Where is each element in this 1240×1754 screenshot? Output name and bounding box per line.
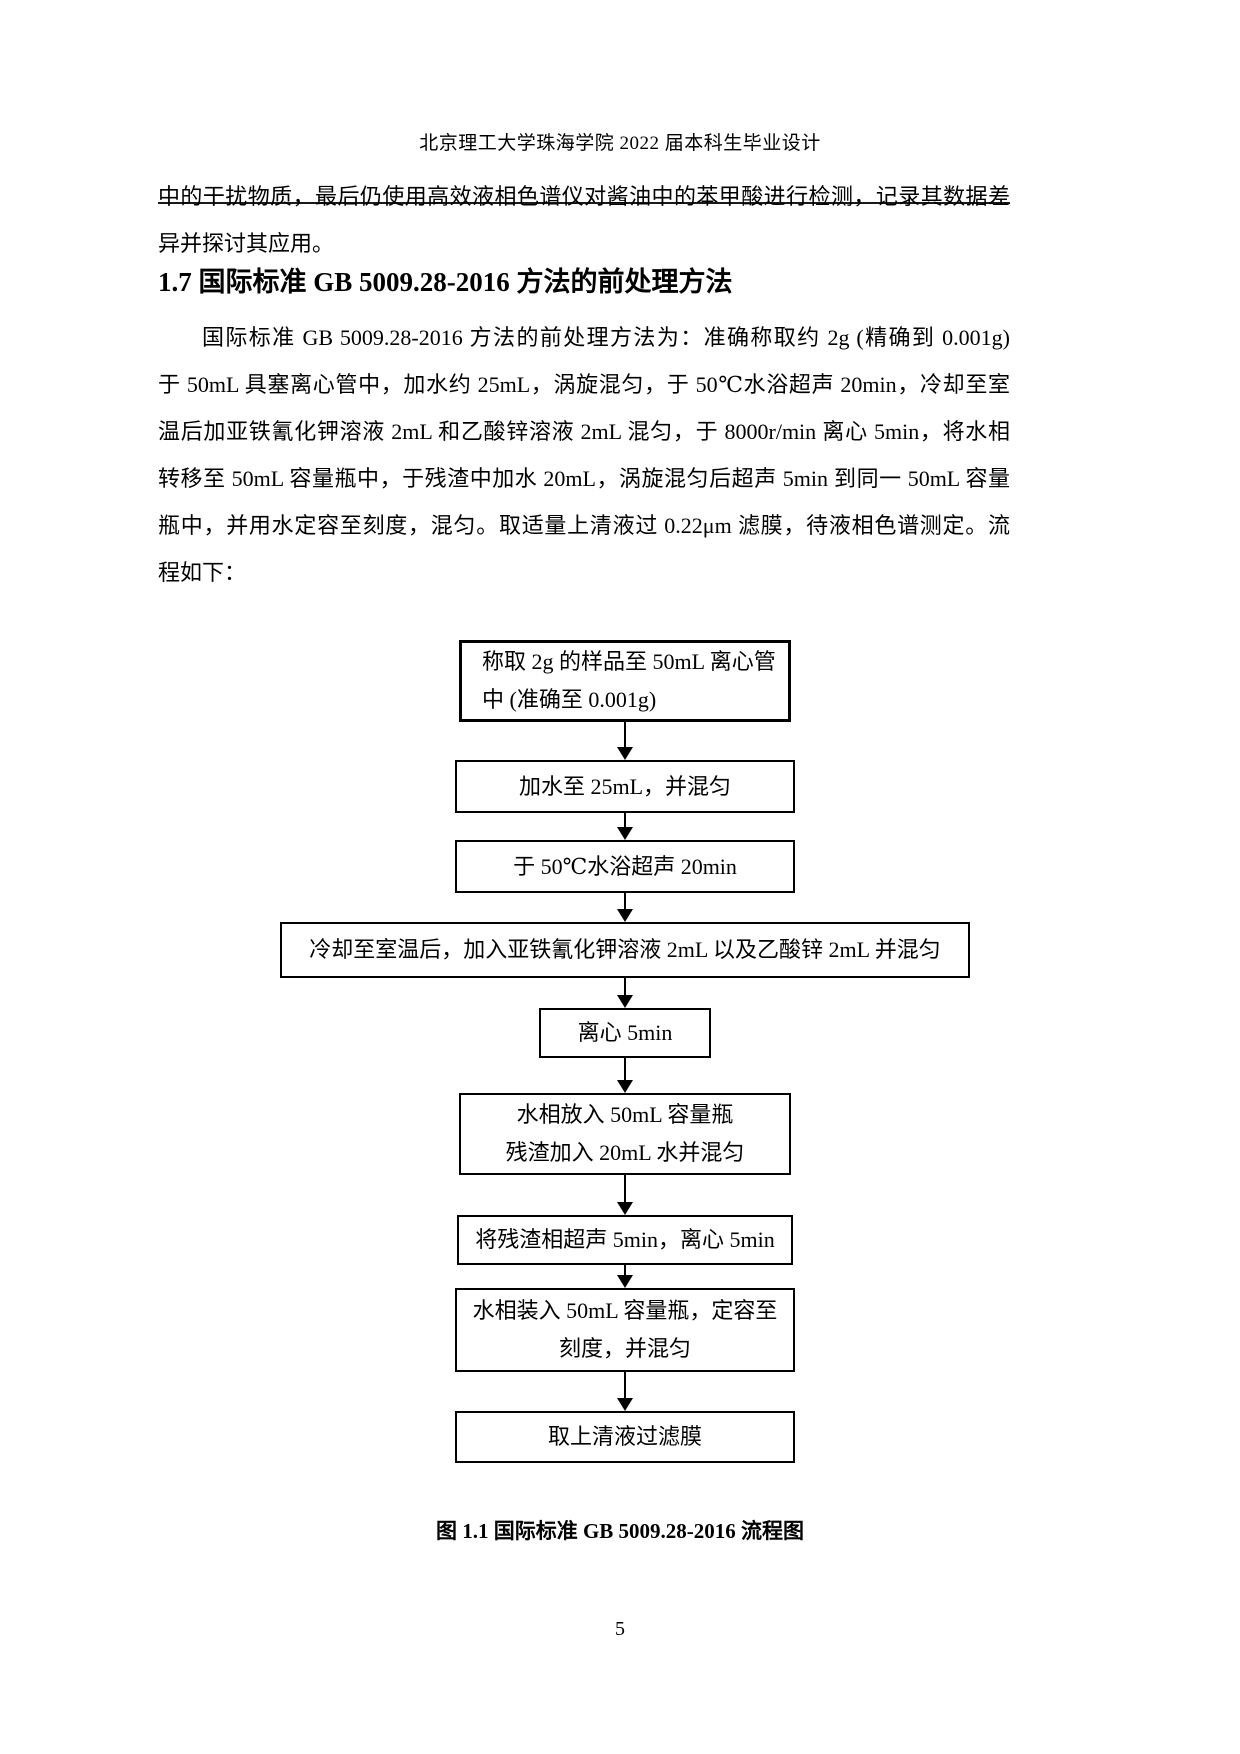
arrow-line xyxy=(624,1265,626,1275)
flow-step-centrifuge: 离心 5min xyxy=(539,1008,711,1058)
arrow-line xyxy=(624,1175,626,1202)
flow-step-text: 取上清液过滤膜 xyxy=(547,1424,702,1449)
flow-step-text: 离心 5min xyxy=(577,1020,673,1045)
flow-step-cool-add-reagents: 冷却至室温后，加入亚铁氰化钾溶液 2mL 以及乙酸锌 2mL 并混匀 xyxy=(280,922,970,978)
flow-arrow xyxy=(611,893,639,922)
arrow-down-icon xyxy=(617,747,633,760)
flow-step-add-water: 加水至 25mL，并混匀 xyxy=(455,760,795,813)
arrow-line xyxy=(624,722,626,747)
flow-step-text: 加水至 25mL，并混匀 xyxy=(518,773,732,799)
flow-step-transfer-phases: 水相放入 50mL 容量瓶 残渣加入 20mL 水并混匀 xyxy=(459,1093,791,1175)
arrow-down-icon xyxy=(617,1080,633,1093)
flow-arrow xyxy=(611,813,639,840)
flow-step-ultrasonic-bath: 于 50℃水浴超声 20min xyxy=(455,840,795,893)
section-heading: 1.7 国际标准 GB 5009.28-2016 方法的前处理方法 xyxy=(158,267,733,297)
flow-step-text: 称取 2g 的样品至 50mL 离心管 xyxy=(482,649,776,674)
arrow-line xyxy=(624,1372,626,1398)
flow-step-text: 将残渣相超声 5min，离心 5min xyxy=(475,1227,775,1252)
arrow-down-icon xyxy=(617,995,633,1008)
arrow-line xyxy=(624,893,626,909)
header-title: 北京理工大学珠海学院 2022 届本科生毕业设计 xyxy=(419,133,821,154)
flow-arrow xyxy=(611,722,639,760)
flow-step-residue-ultrasonic: 将残渣相超声 5min，离心 5min xyxy=(457,1215,793,1265)
paragraph-method: 国际标准 GB 5009.28-2016 方法的前处理方法为：准确称取约 2g … xyxy=(158,314,1010,596)
flow-step-text: 于 50℃水浴超声 20min xyxy=(513,853,737,879)
arrow-line xyxy=(624,1058,626,1080)
page-number: 5 xyxy=(615,1618,625,1640)
flow-step-text: 水相放入 50mL 容量瓶 xyxy=(516,1102,734,1127)
flow-arrow xyxy=(611,1058,639,1093)
flow-arrow xyxy=(611,1372,639,1411)
figure-caption: 图 1.1 国际标准 GB 5009.28-2016 流程图 xyxy=(435,1519,805,1543)
paragraph-line: 中的干扰物质，最后仍使用高效液相色谱仪对酱油中的苯甲酸进行检测，记录其数据差 xyxy=(158,184,1010,209)
flow-arrow xyxy=(611,978,639,1008)
flow-step-text: 中 (准确至 0.001g) xyxy=(482,687,657,712)
paragraph-line: 国际标准 GB 5009.28-2016 方法的前处理方法为：准确称取约 2g … xyxy=(202,325,1010,350)
flow-step-weigh-sample: 称取 2g 的样品至 50mL 离心管 中 (准确至 0.001g) xyxy=(459,640,791,722)
paragraph-line: 瓶中，并用水定容至刻度，混匀。取适量上清液过 0.22μm 滤膜，待液相色谱测定… xyxy=(158,513,1010,538)
flow-step-text: 冷却至室温后，加入亚铁氰化钾溶液 2mL 以及乙酸锌 2mL 并混匀 xyxy=(309,937,941,962)
paragraph-line: 程如下： xyxy=(158,560,247,585)
paragraph-line: 异并探讨其应用。 xyxy=(158,231,335,256)
paragraph-intro: 中的干扰物质，最后仍使用高效液相色谱仪对酱油中的苯甲酸进行检测，记录其数据差异并… xyxy=(158,173,1010,267)
arrow-down-icon xyxy=(617,1398,633,1411)
flow-step-text: 残渣加入 20mL 水并混匀 xyxy=(505,1140,745,1165)
header-divider xyxy=(158,202,1010,204)
flow-arrow xyxy=(611,1175,639,1215)
flow-step-fill-to-volume: 水相装入 50mL 容量瓶，定容至 刻度，并混匀 xyxy=(455,1288,795,1372)
arrow-down-icon xyxy=(617,1275,633,1288)
arrow-line xyxy=(624,978,626,995)
arrow-down-icon xyxy=(617,827,633,840)
paragraph-line: 于 50mL 具塞离心管中，加水约 25mL，涡旋混匀，于 50℃水浴超声 20… xyxy=(158,372,1010,397)
arrow-down-icon xyxy=(617,1202,633,1215)
paragraph-line: 转移至 50mL 容量瓶中，于残渣中加水 20mL，涡旋混匀后超声 5min 到… xyxy=(158,466,1010,491)
arrow-down-icon xyxy=(617,909,633,922)
flow-step-text: 刻度，并混匀 xyxy=(558,1336,691,1361)
flow-step-filter-supernatant: 取上清液过滤膜 xyxy=(455,1411,795,1463)
paragraph-line: 温后加亚铁氰化钾溶液 2mL 和乙酸锌溶液 2mL 混匀，于 8000r/min… xyxy=(158,419,1010,444)
flow-step-text: 水相装入 50mL 容量瓶，定容至 xyxy=(472,1298,778,1323)
arrow-line xyxy=(624,813,626,827)
flow-arrow xyxy=(611,1265,639,1288)
